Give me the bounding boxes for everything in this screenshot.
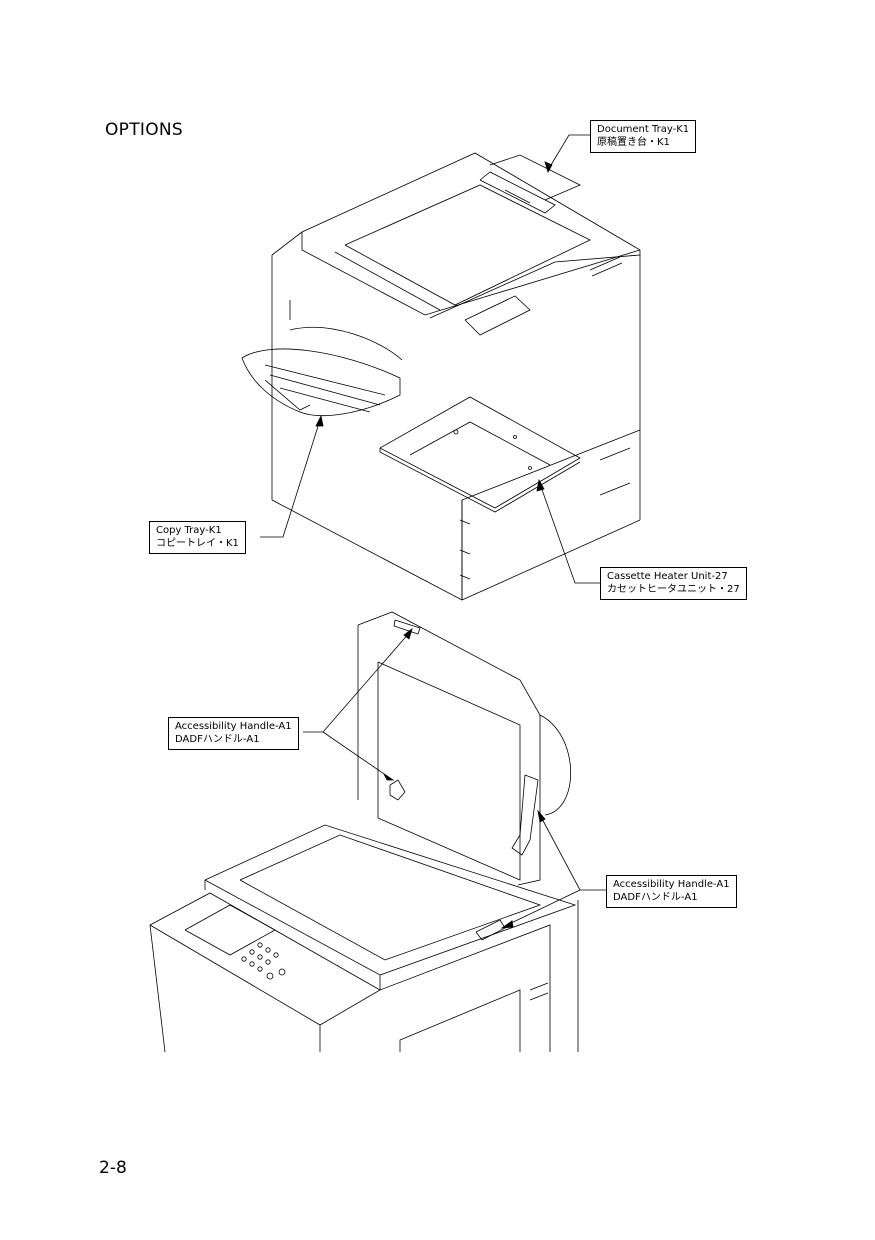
- callout-cassette-heater-jp: カセットヒータユニット・27: [607, 584, 740, 595]
- document-tray-drawing: [480, 155, 580, 213]
- callout-cassette-heater-en: Cassette Heater Unit-27: [607, 571, 728, 582]
- page-title: OPTIONS: [105, 120, 184, 140]
- page-number: 2-8: [99, 1158, 127, 1178]
- callout-handle-left-en: Accessibility Handle-A1: [175, 721, 292, 732]
- callout-copy-tray-jp: コピートレイ・K1: [156, 538, 239, 549]
- callout-document-tray-en: Document Tray-K1: [597, 124, 690, 135]
- callout-handle-right-en: Accessibility Handle-A1: [613, 879, 730, 890]
- cassette-heater-drawing: [380, 397, 580, 512]
- callout-handle-right-jp: DADFハンドル-A1: [613, 892, 698, 903]
- callout-copy-tray: Copy Tray-K1 コピートレイ・K1: [149, 521, 246, 554]
- upper-copier-drawing: [272, 153, 640, 600]
- callout-document-tray: Document Tray-K1 原稿置き台・K1: [590, 120, 697, 153]
- copy-tray-drawing: [242, 327, 402, 415]
- lower-copier-drawing: [150, 612, 578, 1052]
- callout-handle-right: Accessibility Handle-A1 DADFハンドル-A1: [606, 875, 737, 908]
- callout-handle-left-jp: DADFハンドル-A1: [175, 734, 260, 745]
- callout-copy-tray-en: Copy Tray-K1: [156, 525, 222, 536]
- callout-document-tray-jp: 原稿置き台・K1: [597, 137, 670, 148]
- callout-cassette-heater: Cassette Heater Unit-27 カセットヒータユニット・27: [600, 567, 747, 600]
- leader-lines: [260, 135, 607, 928]
- callout-handle-left: Accessibility Handle-A1 DADFハンドル-A1: [168, 717, 299, 750]
